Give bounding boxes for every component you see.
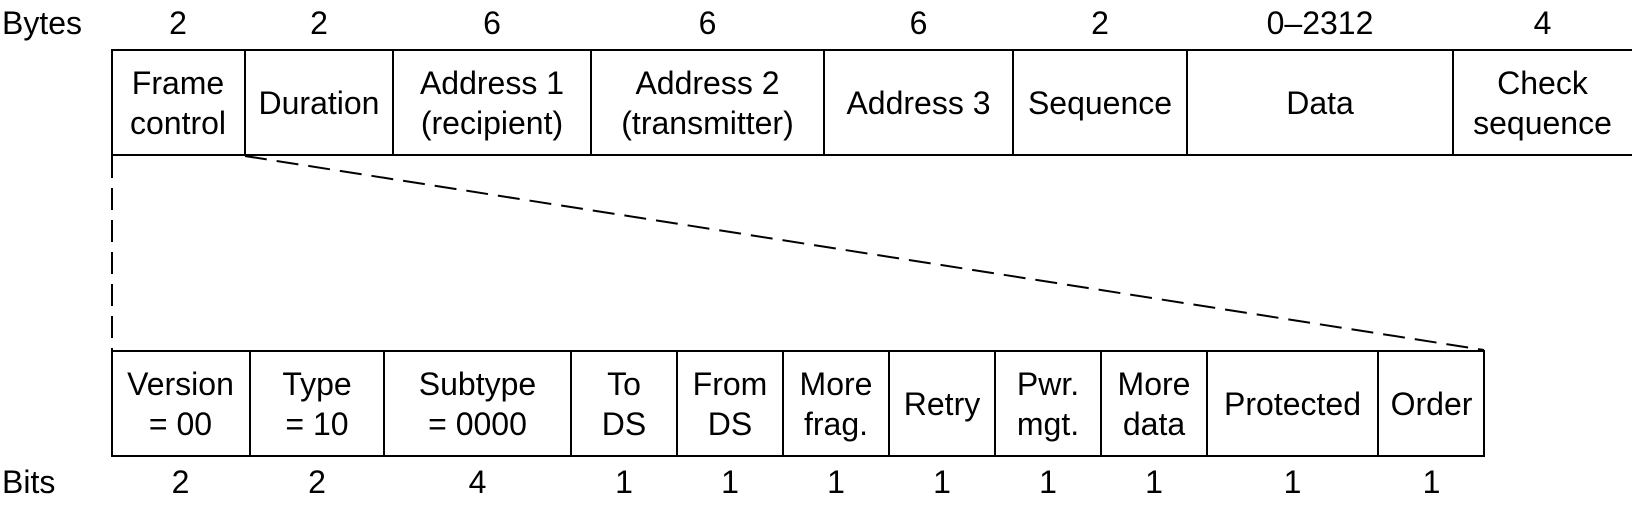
- frame-control-fields-row: [111, 350, 1485, 457]
- frame-control-field: Type = 10: [282, 365, 352, 442]
- frame-fields-row: [111, 49, 1632, 156]
- frame-field-size: 6: [483, 5, 501, 41]
- frame-control-field: Version = 00: [127, 365, 234, 442]
- frame-control-field-size: 1: [721, 464, 739, 500]
- frame-field-size: 4: [1533, 5, 1552, 41]
- frame-control-field-size: 1: [827, 464, 845, 500]
- frame-field: Sequence: [1027, 84, 1173, 121]
- frame-field-divider: [1012, 49, 1014, 156]
- frame-field-divider: [590, 49, 592, 156]
- frame-control-field-divider: [249, 350, 251, 457]
- frame-control-field-divider: [1100, 350, 1102, 457]
- frame-control-field: Subtype = 0000: [418, 365, 537, 442]
- frame-field: Address 3: [846, 84, 991, 121]
- frame-control-field-size: 1: [1039, 464, 1057, 500]
- frame-control-field-divider: [570, 350, 572, 457]
- frame-control-field: More data: [1117, 365, 1191, 442]
- expansion-line-right: [244, 155, 1485, 351]
- frame-control-field-size: 1: [1283, 464, 1302, 500]
- frame-field-size: 0–2312: [1266, 5, 1374, 41]
- frame-control-field: From DS: [692, 365, 768, 442]
- frame-field: Frame control: [129, 64, 227, 141]
- frame-field: Address 1 (recipient): [419, 64, 565, 141]
- frame-control-field: Order: [1390, 385, 1473, 422]
- frame-control-field-divider: [994, 350, 996, 457]
- frame-control-field-divider: [676, 350, 678, 457]
- bytes-label: Bytes: [2, 5, 83, 41]
- frame-field-divider: [244, 49, 246, 156]
- frame-field: Duration: [258, 84, 380, 121]
- frame-control-field-size: 1: [933, 464, 951, 500]
- frame-field-divider: [1186, 49, 1188, 156]
- frame-control-field-size: 2: [308, 464, 326, 500]
- frame-control-field: More frag.: [799, 365, 873, 442]
- frame-control-field-size: 1: [1422, 464, 1441, 500]
- frame-field-size: 6: [909, 5, 928, 41]
- frame-field-size: 6: [698, 5, 717, 41]
- frame-control-field: Retry: [903, 385, 981, 422]
- frame-control-field-size: 1: [615, 464, 633, 500]
- bits-label: Bits: [2, 464, 56, 500]
- frame-control-field-size: 4: [468, 464, 487, 500]
- frame-field-divider: [1452, 49, 1454, 156]
- frame-field: Address 2 (transmitter): [621, 64, 794, 141]
- frame-field-size: 2: [310, 5, 328, 41]
- frame-control-field-divider: [1377, 350, 1379, 457]
- frame-field: Data: [1286, 84, 1354, 121]
- frame-control-field: Pwr. mgt.: [1016, 365, 1080, 442]
- frame-control-field-divider: [383, 350, 385, 457]
- frame-control-field: To DS: [601, 365, 647, 442]
- frame-control-field-divider: [782, 350, 784, 457]
- frame-field: Check sequence: [1473, 64, 1612, 141]
- frame-control-field-divider: [888, 350, 890, 457]
- frame-field-divider: [823, 49, 825, 156]
- frame-control-field-size: 2: [171, 464, 190, 500]
- frame-control-field: Protected: [1224, 385, 1361, 422]
- frame-field-size: 2: [1091, 5, 1109, 41]
- frame-field-size: 2: [169, 5, 187, 41]
- frame-control-field-divider: [1206, 350, 1208, 457]
- frame-control-field-size: 1: [1145, 464, 1163, 500]
- frame-field-divider: [392, 49, 394, 156]
